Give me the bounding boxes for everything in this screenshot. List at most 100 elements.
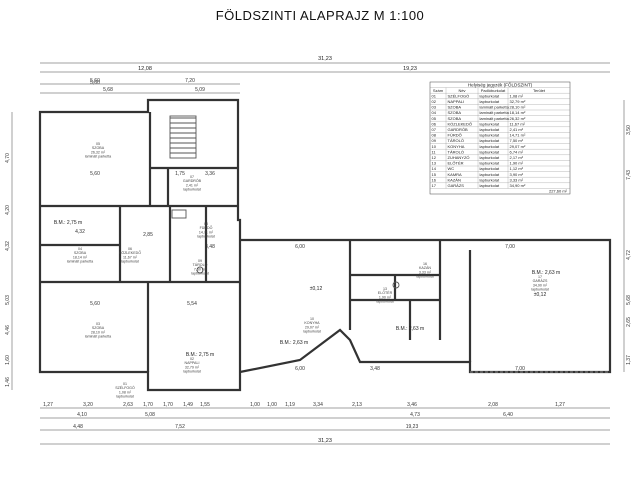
legend-cell: 11 bbox=[432, 149, 437, 154]
right-wing-outline bbox=[239, 238, 612, 374]
inner-dimension: 6,00 bbox=[295, 366, 305, 372]
dim-left: 4,70 bbox=[5, 153, 11, 163]
dim-bottom-row1: 1,00 bbox=[250, 402, 260, 408]
dim-left: 1,46 bbox=[5, 377, 11, 387]
room-name: SZOBA bbox=[74, 251, 87, 255]
dim-bottom-row3: 19,23 bbox=[406, 424, 419, 430]
legend-cell: 07 bbox=[432, 127, 437, 132]
room-area: 18,14 m² bbox=[73, 255, 88, 259]
room-name: TÁROLÓ bbox=[193, 262, 208, 267]
room-name: NAPPALI bbox=[185, 361, 200, 365]
room-area: 32,79 m² bbox=[185, 365, 200, 369]
legend-cell: ZUHANYZÓ bbox=[448, 155, 470, 160]
room-area: 3,33 m² bbox=[419, 270, 432, 274]
room-floor: laminált parketta bbox=[85, 155, 111, 159]
dim-bottom-row1: 3,20 bbox=[83, 402, 93, 408]
legend-cell: TÁROLÓ bbox=[448, 138, 464, 143]
room-floor: lapburkolat bbox=[116, 395, 134, 399]
dim-right: 7,43 bbox=[626, 170, 632, 180]
dim-bottom-row3: 4,48 bbox=[73, 424, 83, 430]
room-name: GARÁZS bbox=[533, 279, 548, 283]
dim-bottom-row1: 1,70 bbox=[143, 402, 153, 408]
dim-top-row3: 5,09 bbox=[195, 87, 205, 93]
room-floor: lapburkolat bbox=[183, 370, 201, 374]
dim-bottom-row2: 4,10 bbox=[77, 412, 87, 418]
dim-left: 4,20 bbox=[5, 205, 11, 215]
dim-bottom-row1: 1,27 bbox=[555, 402, 565, 408]
legend-cell: 13 bbox=[432, 161, 437, 166]
level-marker: B.M.: 2,75 m bbox=[54, 220, 82, 226]
legend-cell: lapburkolat bbox=[480, 127, 500, 132]
dim-bottom-row1: 2,13 bbox=[352, 402, 362, 408]
legend-cell: lapburkolat bbox=[480, 149, 500, 154]
legend-cell: SZÉLFOGÓ bbox=[448, 93, 470, 98]
legend-cell: laminált parketta bbox=[480, 116, 510, 121]
room-name: KONYHA bbox=[304, 321, 320, 325]
dim-bottom-overall: 31,23 bbox=[318, 438, 332, 444]
legend-total: 227,60 m² bbox=[549, 189, 568, 194]
dim-bottom-row1: 1,55 bbox=[200, 402, 210, 408]
legend-cell: SZOBA bbox=[448, 105, 462, 110]
dim-left: 1,60 bbox=[5, 355, 11, 365]
dim-top-right: 19,23 bbox=[403, 66, 417, 72]
dim-right: 4,72 bbox=[626, 250, 632, 260]
legend-cell: 04 bbox=[432, 110, 437, 115]
legend-cell: lapburkolat bbox=[480, 166, 500, 171]
legend-cell: 3,33 m² bbox=[510, 177, 524, 182]
room-number: 03 bbox=[96, 322, 100, 326]
room-area: 28,10 m² bbox=[91, 330, 106, 334]
dim-bottom-row2: 5,08 bbox=[145, 412, 155, 418]
legend-cell: KAMRA bbox=[448, 172, 463, 177]
dim-right: 1,37 bbox=[626, 355, 632, 365]
legend-cell: SZOBA bbox=[448, 110, 462, 115]
legend-cell: laminált parketta bbox=[480, 110, 510, 115]
legend-cell: WC bbox=[448, 166, 455, 171]
dim-bottom-row1: 2,08 bbox=[488, 402, 498, 408]
legend-cell: 08 bbox=[432, 133, 437, 138]
legend-cell: SZOBA bbox=[448, 116, 462, 121]
legend-cell: lapburkolat bbox=[480, 172, 500, 177]
legend-cell: 14 bbox=[432, 166, 437, 171]
room-number: 01 bbox=[123, 382, 127, 386]
inner-dimension: 2,85 bbox=[143, 232, 153, 238]
legend-header: Padlóburkolat bbox=[481, 88, 506, 93]
inner-dimension: 1,75 bbox=[175, 171, 185, 177]
room-floor: lapburkolat bbox=[531, 288, 549, 292]
room-number: 05 bbox=[96, 142, 100, 146]
bathtub bbox=[171, 209, 187, 219]
legend-cell: lapburkolat bbox=[480, 138, 500, 143]
room-area: 14,71 m² bbox=[199, 230, 214, 234]
legend-cell: lapburkolat bbox=[480, 155, 500, 160]
room-name: FÜRDŐ bbox=[200, 225, 213, 230]
inner-dimension: 5,60 bbox=[90, 171, 100, 177]
room-name: GARDRÓB bbox=[183, 178, 202, 183]
dim-bottom-row1: 3,46 bbox=[407, 402, 417, 408]
room-number: 02 bbox=[190, 357, 194, 361]
room-number: 06 bbox=[128, 247, 132, 251]
legend-cell: FÜRDŐ bbox=[448, 133, 462, 138]
room-floor: lapburkolat bbox=[191, 272, 209, 276]
legend-cell: 2,41 m² bbox=[510, 127, 524, 132]
legend-cell: 26,32 m² bbox=[510, 116, 526, 121]
room-name: ELŐTÉR bbox=[378, 290, 393, 295]
legend-cell: 01 bbox=[432, 93, 437, 98]
inner-dimension: 4,32 bbox=[75, 229, 85, 235]
room-area: 34,90 m² bbox=[533, 283, 548, 287]
legend-cell: 1,12 m² bbox=[510, 166, 524, 171]
legend-cell: 06 bbox=[432, 121, 437, 126]
dim-bottom-row1: 1,19 bbox=[285, 402, 295, 408]
dim-top-left: 12,08 bbox=[138, 66, 152, 72]
walls bbox=[38, 98, 612, 392]
legend-header: Szám bbox=[433, 88, 444, 93]
level-marker: B.M.: 2,63 m bbox=[396, 326, 424, 332]
legend-cell: 03 bbox=[432, 105, 437, 110]
legend-cell: TÁROLÓ bbox=[448, 149, 464, 154]
